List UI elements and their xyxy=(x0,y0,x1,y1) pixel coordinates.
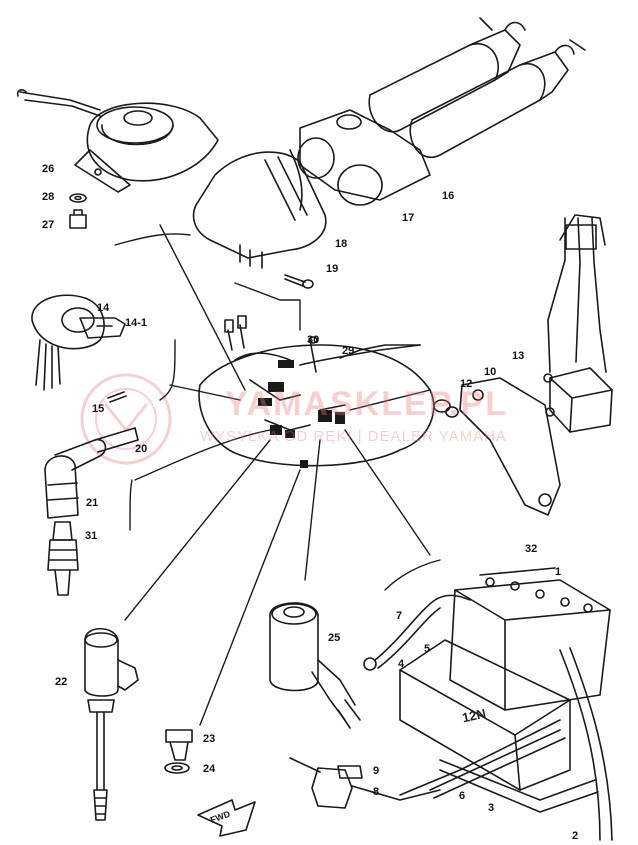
part-label-3: 3 xyxy=(488,802,495,814)
part-label-8: 8 xyxy=(373,786,380,798)
fuse-9 xyxy=(337,765,363,779)
part-label-26: 26 xyxy=(42,163,55,175)
battery-case-4 xyxy=(399,639,571,791)
watermark-logo-icon xyxy=(80,373,172,465)
bracket-10 xyxy=(459,377,561,516)
part-label-4: 4 xyxy=(398,658,405,670)
part-label-22: 22 xyxy=(55,676,68,688)
part-label-14: 14 xyxy=(97,302,110,314)
part-label-1: 1 xyxy=(555,566,562,578)
part-label-16: 16 xyxy=(442,190,455,202)
bolt-23 xyxy=(165,729,193,761)
spark-plug-31 xyxy=(47,521,79,596)
part-label-13: 13 xyxy=(512,350,525,362)
part-label-28: 28 xyxy=(42,191,55,203)
part-label-17: 17 xyxy=(402,212,415,224)
nut-12 xyxy=(433,399,459,418)
horn xyxy=(16,89,219,193)
part-label-20: 20 xyxy=(135,443,148,455)
part-label-31: 31 xyxy=(85,530,98,542)
main-switch-14 xyxy=(31,294,126,391)
regulator-25 xyxy=(269,602,361,729)
screw-19 xyxy=(284,274,314,289)
part-label-23: 23 xyxy=(203,733,216,745)
screw-15 xyxy=(107,391,127,403)
washer-24 xyxy=(164,762,190,774)
part-label-15: 15 xyxy=(92,403,105,415)
part-label-29: 29 xyxy=(342,345,355,357)
fuse-holder-8 xyxy=(289,719,561,809)
connector-blocks xyxy=(258,360,345,468)
battery-band-3 xyxy=(439,759,599,813)
fwd-arrow-icon xyxy=(197,799,256,837)
part-label-32: 32 xyxy=(525,543,538,555)
positive-lead-2 xyxy=(559,647,613,841)
part-label-25: 25 xyxy=(328,632,341,644)
battery-1 xyxy=(449,567,611,711)
negative-lead-7 xyxy=(363,594,471,671)
part-label-9: 9 xyxy=(373,765,380,777)
part-label-19: 19 xyxy=(326,263,339,275)
part-label-24: 24 xyxy=(203,763,216,775)
ignition-coils xyxy=(297,17,586,206)
part-label-27: 27 xyxy=(42,219,55,231)
part-label-21: 21 xyxy=(86,497,99,509)
part-label-30: 30 xyxy=(307,334,320,346)
part-label-7: 7 xyxy=(396,610,403,622)
leader-lines xyxy=(114,224,441,726)
part-label-2: 2 xyxy=(572,830,579,842)
plug-cap-21 xyxy=(44,427,139,519)
part-label-6: 6 xyxy=(459,790,466,802)
lead-6 xyxy=(429,729,566,799)
part-label-12: 12 xyxy=(460,378,473,390)
part-label-10: 10 xyxy=(484,366,497,378)
washer-28 xyxy=(69,193,87,203)
part-label-14-1: 14-1 xyxy=(125,317,148,329)
part-label-5: 5 xyxy=(424,643,431,655)
switch-22 xyxy=(84,627,139,821)
bolt-27 xyxy=(69,209,87,229)
relay-13 xyxy=(543,214,613,433)
coil-cover-18 xyxy=(192,149,327,269)
part-label-18: 18 xyxy=(335,238,348,250)
